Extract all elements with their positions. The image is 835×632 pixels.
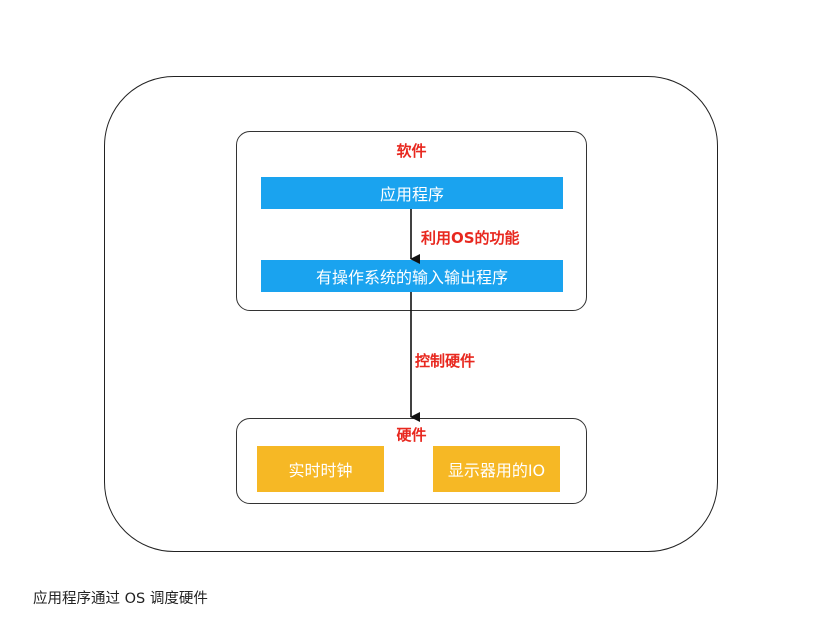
hardware-title: 硬件 [396, 426, 427, 444]
figure-caption: 应用程序通过 OS 调度硬件 [33, 591, 208, 607]
software-title: 软件 [396, 142, 427, 160]
io-program-box: 有操作系统的输入输出程序 [261, 260, 563, 292]
use-os-label: 利用OS的功能 [421, 229, 520, 247]
display-io-box: 显示器用的IO [433, 446, 560, 492]
control-hardware-label: 控制硬件 [415, 352, 476, 370]
realtime-clock-box: 实时时钟 [257, 446, 384, 492]
os-boundary [104, 76, 718, 552]
application-box: 应用程序 [261, 177, 563, 209]
